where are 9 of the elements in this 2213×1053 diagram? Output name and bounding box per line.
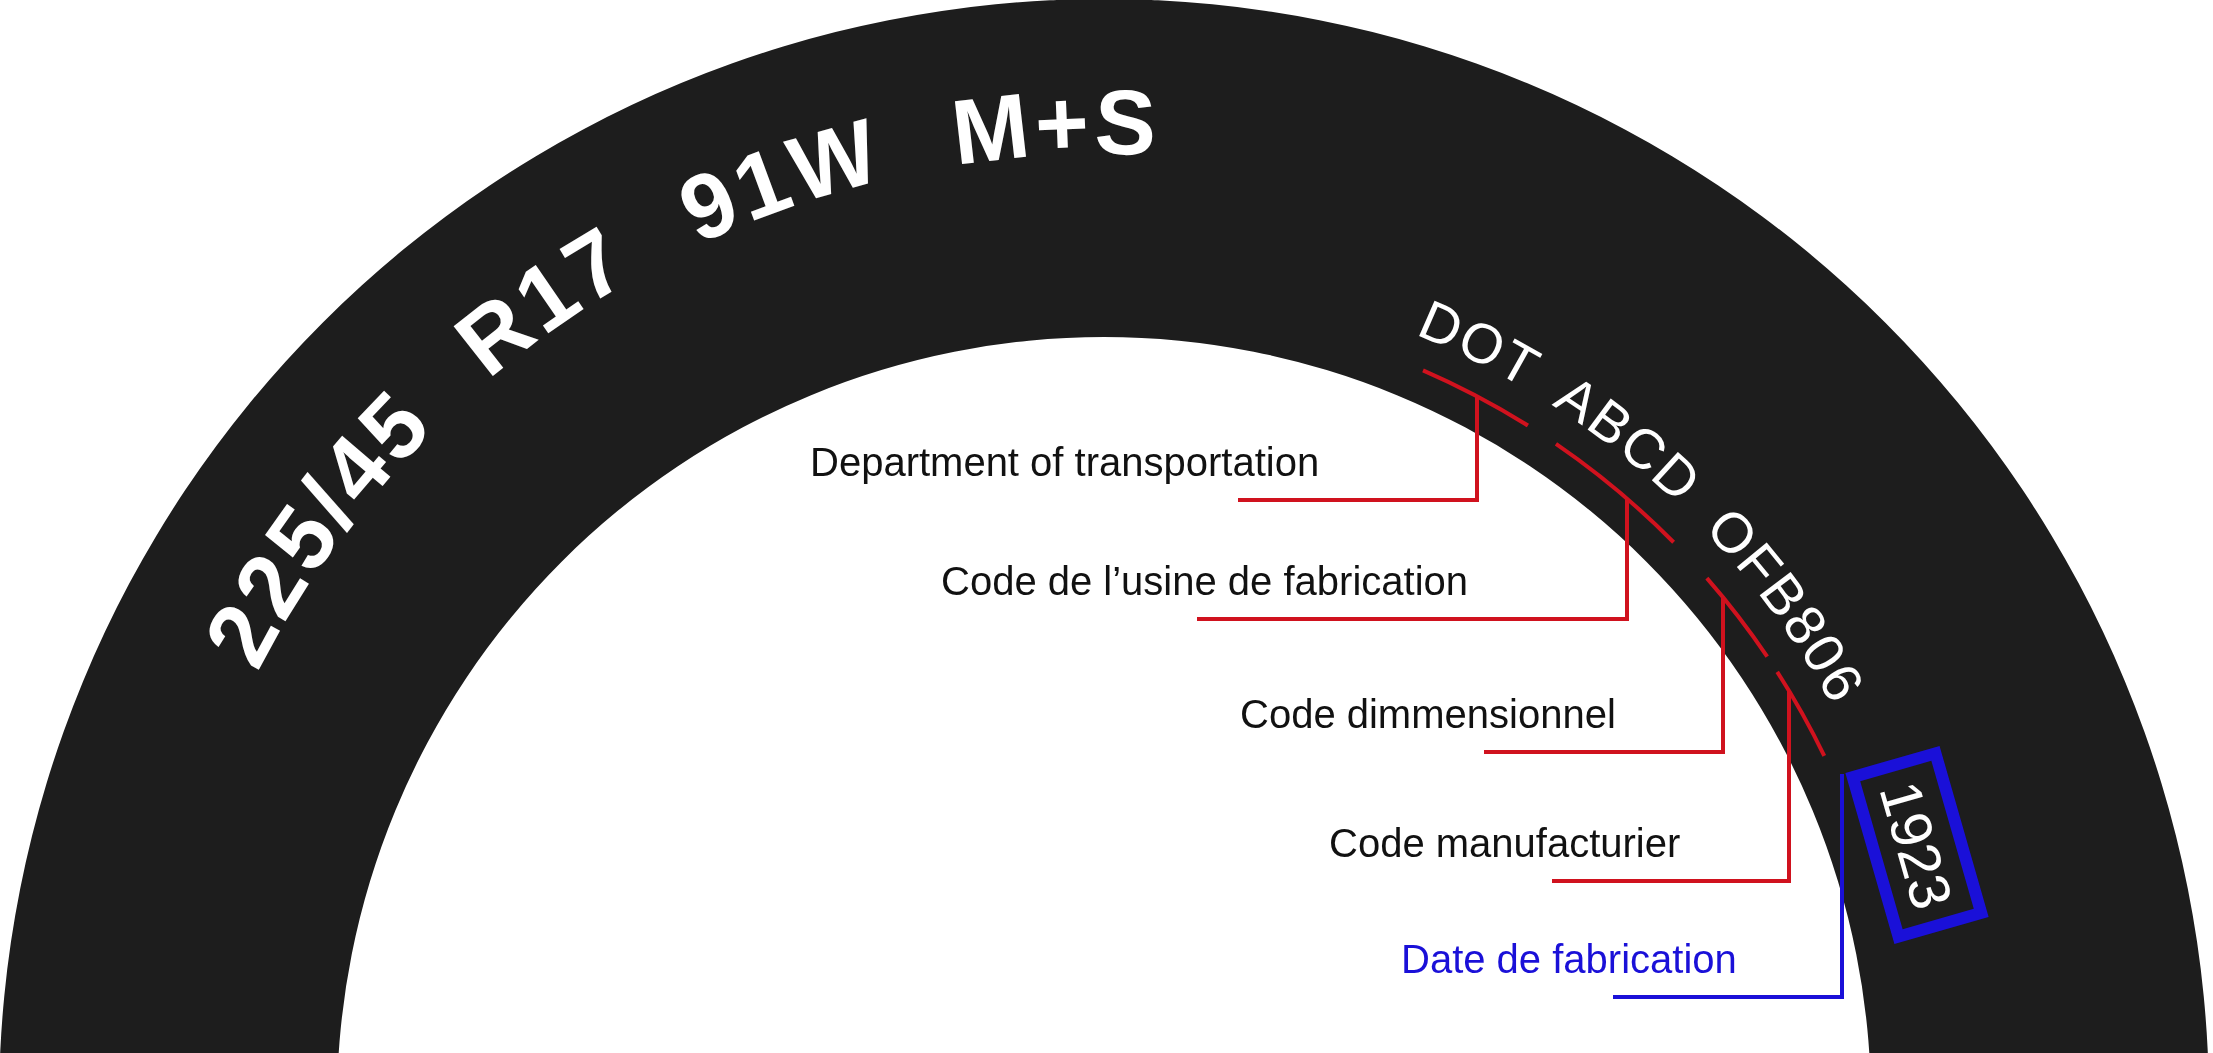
callout-text: Date de fabrication [1401, 933, 1737, 997]
callout-text: Code dimmensionnel [1240, 688, 1616, 752]
callout-text: Code de l’usine de fabrication [941, 555, 1468, 619]
callout-text: Department of transportation [810, 436, 1320, 500]
leader-line [1197, 498, 1629, 621]
leader-line [1484, 597, 1725, 754]
leader-line [1238, 396, 1479, 502]
leader-line [1552, 690, 1791, 883]
callout-text: Code manufacturier [1329, 817, 1681, 881]
